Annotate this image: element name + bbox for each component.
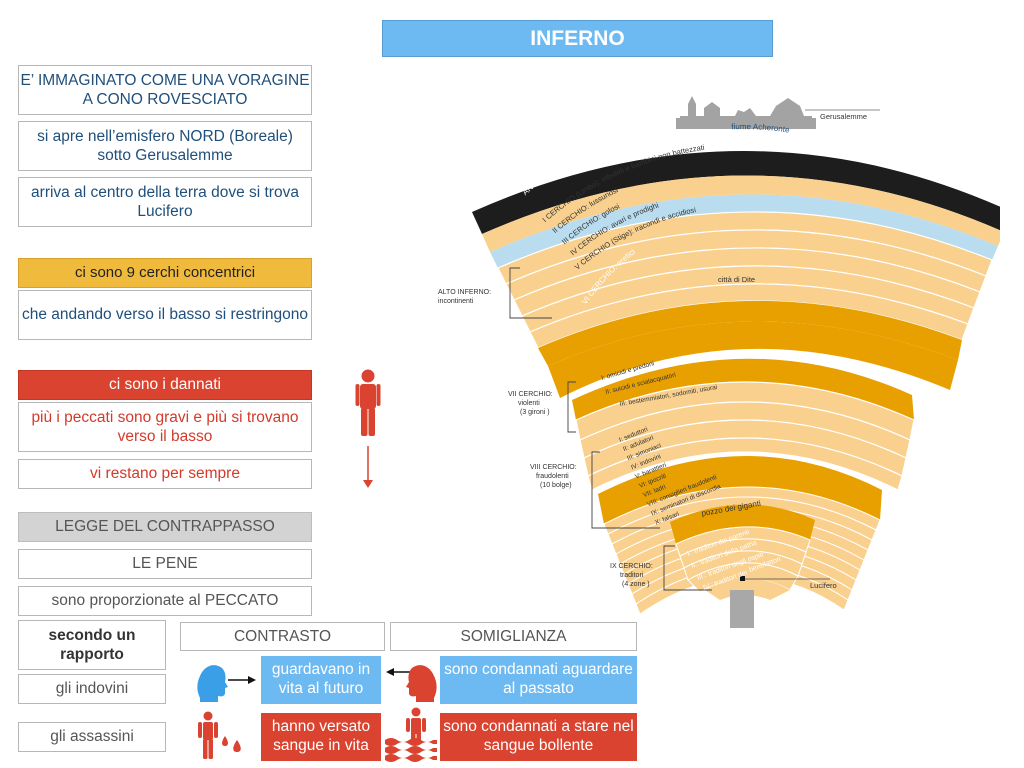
- header-contrasto: CONTRASTO: [180, 622, 385, 651]
- label-viii-1: VIII CERCHIO:: [530, 464, 577, 471]
- info-box-sempre: vi restano per sempre: [18, 459, 312, 489]
- label-dite: città di Dite: [718, 275, 755, 284]
- label-lucifero: Lucifero: [810, 581, 837, 590]
- chip-assassini-contrasto: hanno versato sangue in vita: [261, 713, 381, 761]
- jerusalem-skyline-icon: Gerusalemme: [676, 96, 880, 129]
- svg-text:porta dell’Inferno: porta dell’Inferno: [505, 141, 558, 187]
- label-gerusalemme: Gerusalemme: [820, 112, 867, 121]
- info-box-emisfero: si apre nell’emisfero NORD (Boreale) sot…: [18, 121, 312, 171]
- info-box-centro: arriva al centro della terra dove si tro…: [18, 177, 312, 227]
- highlight-box-contrappasso: LEGGE DEL CONTRAPPASSO: [18, 512, 312, 542]
- label-indovini: gli indovini: [18, 674, 166, 704]
- chip-indovini-somiglianza: sono condannati aguardare al passato: [440, 656, 637, 704]
- head-backward-icon: [386, 665, 437, 702]
- page-title: INFERNO: [382, 20, 773, 57]
- chip-assassini-somiglianza: sono condannati a stare nel sangue bolle…: [440, 713, 637, 761]
- info-box-peccati: più i peccati sono gravi e più si trovan…: [18, 402, 312, 452]
- info-box-proporzionate: sono proporzionate al PECCATO: [18, 586, 312, 616]
- label-vii-2: violenti: [518, 400, 540, 407]
- label-porta: porta dell’Inferno: [505, 141, 558, 187]
- header-somiglianza: SOMIGLIANZA: [390, 622, 637, 651]
- info-box-pene: LE PENE: [18, 549, 312, 579]
- boiling-blood-icon: [385, 707, 437, 762]
- head-forward-icon: [197, 665, 256, 702]
- chip-indovini-contrasto: guardavano in vita al futuro: [261, 656, 381, 704]
- label-ix-2: traditori: [620, 572, 644, 579]
- label-ix-3: (4 zone ): [622, 581, 650, 588]
- damned-person-icon: [355, 369, 381, 488]
- inferno-cone-diagram: Gerusalemme porta dell’Inferno ANTINFER: [438, 96, 1000, 628]
- label-alto-inferno: ALTO INFERNO:: [438, 289, 491, 296]
- label-ix-1: IX CERCHIO:: [610, 563, 653, 570]
- label-viii-2: fraudolenti: [536, 473, 569, 480]
- label-assassini: gli assassini: [18, 722, 166, 752]
- highlight-box-cerchi: ci sono 9 cerchi concentrici: [18, 258, 312, 288]
- label-incontinenti: incontinenti: [438, 298, 474, 305]
- highlight-box-dannati: ci sono i dannati: [18, 370, 312, 400]
- label-vii-3: (3 gironi ): [520, 409, 550, 416]
- assassin-icon: [198, 711, 241, 759]
- info-box-voragine: E’ IMMAGINATO COME UNA VORAGINE A CONO R…: [18, 65, 312, 115]
- info-box-rapporto: secondo un rapporto: [18, 620, 166, 670]
- info-box-restringono: che andando verso il basso si restringon…: [18, 290, 312, 340]
- label-vii-1: VII CERCHIO:: [508, 391, 553, 398]
- label-viii-3: (10 bolge): [540, 482, 572, 489]
